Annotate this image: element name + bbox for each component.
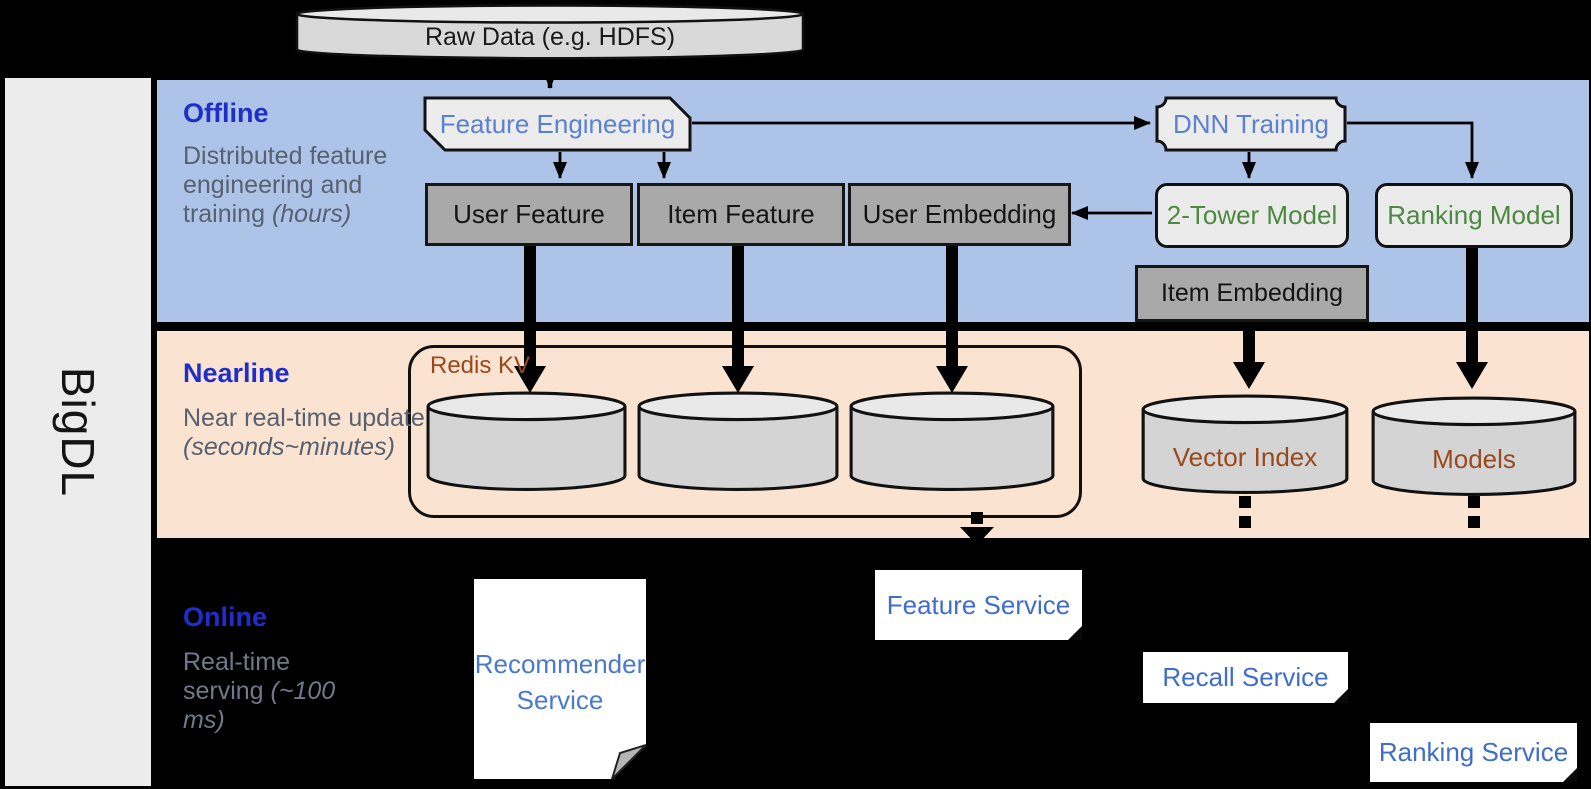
cylinder-shape (1371, 396, 1577, 496)
recommender-service-doc: Recommender Service (473, 578, 647, 780)
models-label: Models (1432, 443, 1516, 474)
redis-kv-group (408, 345, 1082, 518)
online-subtitle-note: (~100 ms) (183, 677, 336, 734)
cylinder-shape (637, 391, 839, 491)
redis-kv-label: Redis KV (430, 352, 531, 379)
redis-cylinder-2 (636, 390, 840, 492)
two-tower-model-node: 2-Tower Model (1155, 183, 1349, 248)
feature-service-label: Feature Service (886, 589, 1071, 620)
nearline-subtitle-text: Near real-time update (183, 404, 425, 432)
redis-cylinder-3 (848, 390, 1056, 492)
feature-service-node: Feature Service (875, 570, 1082, 640)
raw-data-label: Raw Data (e.g. HDFS) (424, 22, 676, 51)
vector-index-label: Vector Index (1172, 441, 1318, 472)
raw-data-store: Raw Data (e.g. HDFS) (295, 3, 805, 62)
ranking-service-node: Ranking Service (1370, 723, 1577, 782)
feature-engineering-node: Feature Engineering (423, 96, 692, 152)
nearline-subtitle: Near real-time update (seconds~minutes) (183, 404, 435, 462)
bigdl-sidebar: BigDL (5, 78, 151, 786)
nearline-subtitle-note: (seconds~minutes) (183, 433, 395, 461)
models-store: Models (1370, 395, 1578, 497)
recall-service-node: Recall Service (1143, 652, 1348, 703)
offline-title: Offline (183, 98, 269, 128)
online-subtitle: Real-time serving (~100 ms) (183, 648, 361, 735)
user-feature-node: User Feature (425, 183, 633, 246)
offline-subtitle-text: Distributed feature engineering and trai… (183, 142, 388, 228)
vector-index-store: Vector Index (1140, 393, 1350, 495)
ranking-model-node: Ranking Model (1375, 183, 1573, 248)
item-embedding-node: Item Embedding (1135, 265, 1369, 322)
recommender-service-label: Recommender Service (474, 649, 646, 715)
plaque-shape (1155, 96, 1347, 152)
online-title: Online (183, 602, 268, 632)
brand-label: BigDL (51, 366, 104, 498)
document-shape (474, 579, 647, 780)
snip-corner-shape (423, 96, 692, 152)
online-subtitle-text: Real-time serving (183, 648, 290, 705)
cylinder-shape (849, 391, 1055, 491)
cylinder-shape (295, 4, 805, 60)
nearline-title: Nearline (183, 358, 290, 388)
ranking-service-label: Ranking Service (1378, 737, 1569, 767)
item-feature-node: Item Feature (637, 183, 845, 246)
dnn-training-node: DNN Training (1155, 96, 1347, 152)
redis-cylinder-1 (425, 390, 628, 492)
offline-subtitle-note: (hours) (271, 200, 352, 228)
offline-subtitle: Distributed feature engineering and trai… (183, 142, 445, 229)
cylinder-shape (426, 391, 627, 491)
user-embedding-node: User Embedding (848, 183, 1071, 246)
cylinder-shape (1141, 394, 1349, 494)
recall-service-label: Recall Service (1162, 662, 1329, 692)
